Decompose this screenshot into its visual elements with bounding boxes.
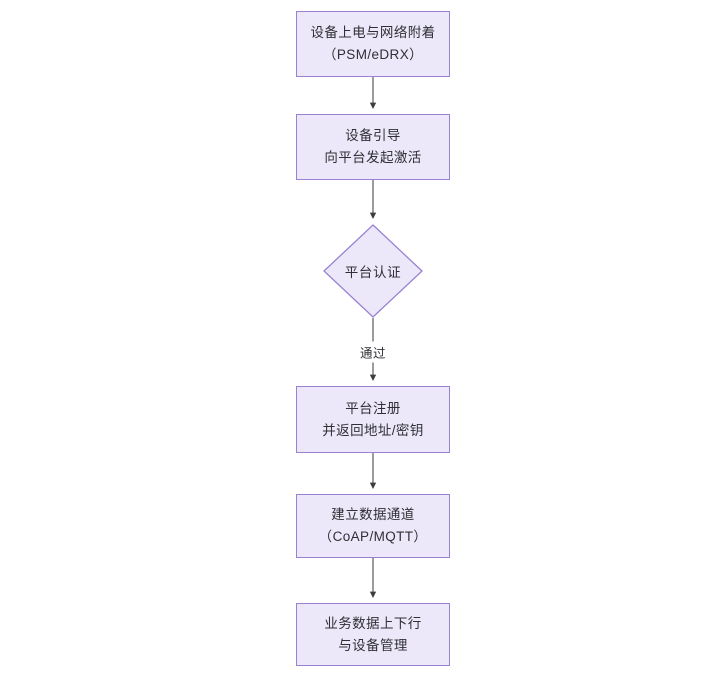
- diamond-shape: [323, 224, 423, 318]
- node-label-line: 向平台发起激活: [324, 150, 422, 165]
- node-label-line: 业务数据上下行: [324, 615, 422, 631]
- node-device-power-on[interactable]: 设备上电与网络附着 （PSM/eDRX）: [296, 11, 450, 77]
- node-device-bootstrap[interactable]: 设备引导 向平台发起激活: [296, 114, 450, 180]
- node-label-line: 设备引导: [345, 128, 401, 144]
- node-business-data-and-device-management[interactable]: 业务数据上下行 与设备管理: [296, 603, 450, 666]
- edge-label-pass: 通过: [357, 341, 389, 363]
- node-label-line: 并返回地址/密钥: [322, 422, 424, 438]
- node-establish-data-channel[interactable]: 建立数据通道 （CoAP/MQTT）: [296, 494, 450, 558]
- node-label-line: 设备上电与网络附着: [310, 25, 436, 41]
- node-label-line: 建立数据通道: [331, 507, 415, 523]
- node-label-line: 与设备管理: [338, 637, 408, 653]
- node-label-line: 平台认证: [344, 265, 402, 280]
- node-platform-authentication[interactable]: 平台认证: [323, 224, 423, 318]
- node-label-line: （CoAP/MQTT）: [318, 529, 428, 544]
- node-label-line: （PSM/eDRX）: [322, 47, 424, 62]
- node-label-line: 平台注册: [345, 400, 401, 416]
- node-platform-registration[interactable]: 平台注册 并返回地址/密钥: [296, 386, 450, 453]
